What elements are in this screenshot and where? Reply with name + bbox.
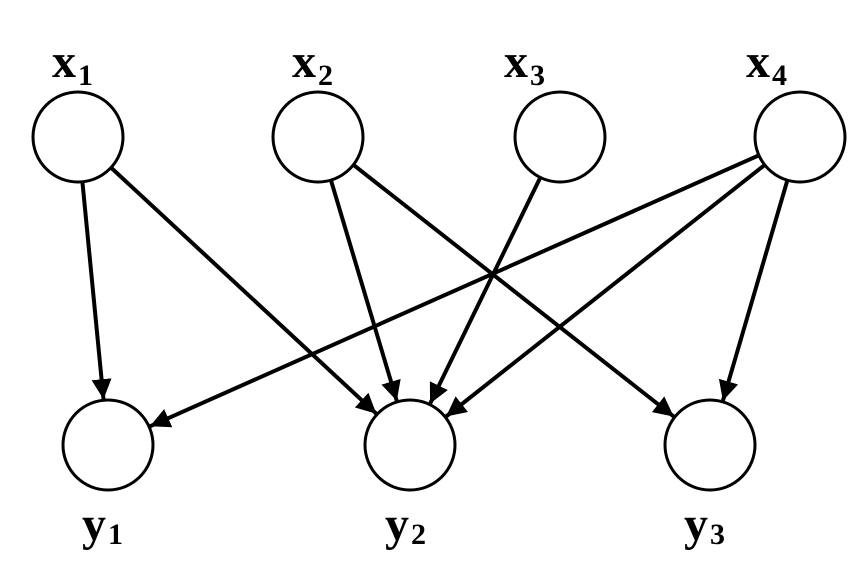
- node-label-x1: x1: [52, 35, 93, 92]
- input-node-x2: x2: [271, 35, 365, 184]
- edge-x3-y2: [428, 176, 543, 405]
- input-node-x4: x4: [746, 35, 847, 184]
- edge-x1-y2: [109, 166, 378, 416]
- edge-x4-y3: [718, 179, 790, 402]
- edge-x1-y1: [80, 181, 112, 400]
- edge-x4-y1: [149, 153, 760, 429]
- edge-layer: [80, 153, 790, 429]
- edge-x2-y2: [328, 179, 401, 402]
- input-node-x3: x3: [504, 35, 607, 184]
- edge-x4-y2: [444, 163, 766, 419]
- node-label-y1: y1: [82, 498, 123, 551]
- edge-x2-y3: [352, 163, 676, 419]
- node-circle-y1: [61, 398, 155, 492]
- node-label-x3: x3: [504, 35, 545, 92]
- node-circle-x2: [271, 90, 365, 184]
- output-node-y2: y2: [363, 398, 457, 551]
- node-circle-y2: [363, 398, 457, 492]
- node-label-x2: x2: [292, 35, 333, 92]
- output-node-y1: y1: [61, 398, 155, 551]
- node-circle-x4: [753, 90, 847, 184]
- node-circle-x3: [513, 90, 607, 184]
- input-node-x1: x1: [31, 35, 125, 184]
- node-circle-x1: [31, 90, 125, 184]
- node-label-x4: x4: [746, 35, 787, 92]
- node-label-y3: y3: [684, 498, 725, 551]
- node-circle-y3: [663, 398, 757, 492]
- output-node-y3: y3: [663, 398, 757, 551]
- node-label-y2: y2: [385, 498, 426, 551]
